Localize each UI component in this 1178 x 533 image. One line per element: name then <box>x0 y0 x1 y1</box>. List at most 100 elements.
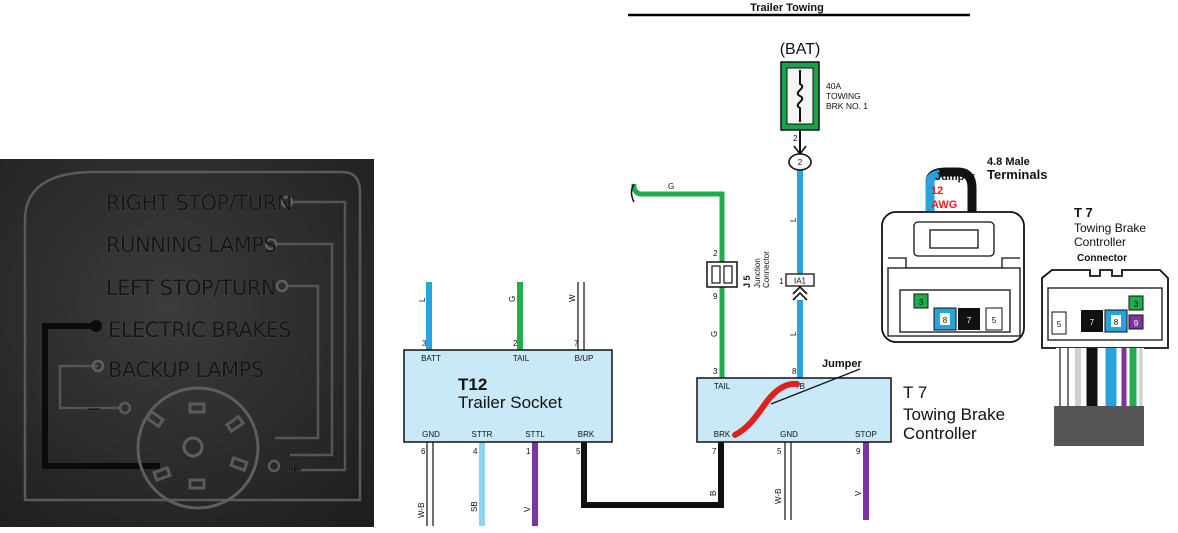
wire-t12-bup <box>577 282 585 350</box>
male-terminals-line2: Terminals <box>987 167 1047 182</box>
t7-pin-brk-label: BRK <box>714 430 731 439</box>
t7-pin-5-num: 5 <box>777 447 782 456</box>
wire-label-t12-batt: L <box>418 297 427 302</box>
male-connector-drawing: 3 8 7 5 <box>881 167 1025 343</box>
wire-label-t12-tail: G <box>508 296 517 302</box>
t12-pin-brk-label: BRK <box>578 430 595 439</box>
controller-cell-3 <box>1128 295 1144 311</box>
label-right-stop-turn: RIGHT STOP/TURN <box>106 191 292 215</box>
electric-brakes-dot <box>90 320 102 332</box>
controller-cell-9-label: 9 <box>1134 319 1139 328</box>
t12-pin-sttr-label: STTR <box>472 430 493 439</box>
wire-label-brk-link: B <box>709 491 718 496</box>
t7-pin-stop-label: STOP <box>855 430 877 439</box>
t7-jumper-leader-line <box>770 368 861 405</box>
male-awg-size: 12 <box>931 185 943 197</box>
wire-label-t12-bup: W <box>568 294 577 302</box>
wire-labels: G L L G L G W W-B SB V B W-B V <box>417 182 863 518</box>
connector-2-oval <box>788 153 812 171</box>
t12-pin-gnd-label: GND <box>422 430 440 439</box>
label-left-stop-turn: LEFT STOP/TURN <box>106 276 276 300</box>
wire-label-g-top: G <box>668 182 674 191</box>
t7-towing-brake-controller-box <box>696 377 892 443</box>
t12-pin-6-num: 6 <box>421 447 426 456</box>
male-jumper-label: Jumper <box>935 171 975 183</box>
t7-name-line1: Towing Brake <box>903 405 1005 424</box>
socket-embossed-outline <box>23 170 362 502</box>
socket-face <box>118 386 281 510</box>
bat-label: (BAT) <box>780 41 821 58</box>
t12-trailer-socket-box <box>403 349 613 443</box>
male-jumper-blue-end <box>925 169 942 212</box>
controller-cell-7-label: 7 <box>1090 318 1095 327</box>
j5-sublabel-connector: Connector <box>762 251 771 288</box>
t12-pin-5-num: 5 <box>576 447 581 456</box>
male-cell-7 <box>958 308 980 330</box>
wire-t12-gnd <box>426 442 434 526</box>
fuse-text-number: BRK NO. 1 <box>826 101 868 111</box>
j5-sublabel-junction: Junction <box>753 258 762 288</box>
t7-pin-8-num: 8 <box>792 367 797 376</box>
t12-pin-2-num: 2 <box>513 339 518 348</box>
male-awg-label: AWG <box>931 199 957 211</box>
wire-label-t12-sttl: V <box>523 506 532 512</box>
wire-label-bat: L <box>789 217 798 222</box>
fuse-pin-number: 2 <box>793 134 798 143</box>
t7-pin-7-num: 7 <box>712 447 717 456</box>
t12-pin-sttl-label: STTL <box>525 430 545 439</box>
wire-t7-gnd <box>784 442 792 520</box>
controller-cell-8-label: 8 <box>1114 318 1119 327</box>
wire-label-t12-sttr: SB <box>470 501 479 512</box>
ia1-chevron-icon <box>792 285 808 301</box>
socket-photo: RIGHT STOP/TURN RUNNING LAMPS LEFT STOP/… <box>0 159 374 527</box>
t7-jumper-label: Jumper <box>822 358 862 370</box>
label-circles <box>91 195 294 373</box>
fuse-40a <box>780 61 820 131</box>
t7-pin-b-label: +B <box>795 382 805 391</box>
controller-connector-drawing: 5 7 8 3 9 <box>1041 269 1169 446</box>
fuse-text-rating: 40A <box>826 81 841 91</box>
male-cell-3 <box>913 293 929 309</box>
ia1-label: IA1 <box>794 277 807 286</box>
socket-plus-symbol: + <box>286 457 303 481</box>
page-title: Trailer Towing <box>750 2 824 14</box>
fuse-element-icon <box>796 70 804 122</box>
wire-label-j5: G <box>710 331 719 337</box>
controller-cell-9 <box>1128 314 1144 330</box>
wire-label-ia1: L <box>789 331 798 336</box>
t12-name: Trailer Socket <box>458 393 563 412</box>
t12-pin-1-num: 1 <box>526 447 531 456</box>
controller-connector-line3: Connector <box>1077 253 1127 264</box>
label-backup-lamps: BACKUP LAMPS <box>108 358 264 382</box>
male-cell-5-label: 5 <box>992 316 997 325</box>
wire-g-break <box>630 183 635 203</box>
wire-label-t12-gnd: W-B <box>417 503 426 518</box>
t7-name-line2: Controller <box>903 424 977 443</box>
controller-connector-id: T 7 <box>1074 205 1093 220</box>
wire-label-t7-stop: V <box>854 490 863 496</box>
t12-pin-4-num: 4 <box>473 447 478 456</box>
controller-connector-line2: Controller <box>1074 235 1126 249</box>
j5-junction-connector <box>706 261 738 288</box>
male-terminals-line1: 4.8 Male <box>987 156 1030 168</box>
controller-cell-7 <box>1081 310 1103 332</box>
t7-pin-tail-label: TAIL <box>714 382 731 391</box>
t12-id: T12 <box>458 375 487 394</box>
t7-pin-3-num: 3 <box>713 367 718 376</box>
t7-id: T 7 <box>903 383 927 402</box>
t7-pin-9-num: 9 <box>856 447 861 456</box>
controller-cell-5 <box>1051 311 1067 335</box>
ia1-pin: 1 <box>779 277 784 286</box>
socket-wire-ribs <box>58 200 347 472</box>
controller-wire-bundle <box>1054 348 1144 446</box>
controller-cell-5-label: 5 <box>1057 320 1062 329</box>
t12-pin-tail-label: TAIL <box>513 354 530 363</box>
wire-g-top <box>631 183 725 262</box>
controller-connector-line1: Towing Brake <box>1074 221 1146 235</box>
male-cell-5 <box>985 307 1003 331</box>
t12-pin-3-num: 3 <box>422 339 427 348</box>
connector-2-pin: 2 <box>798 158 803 167</box>
male-cell-7-label: 7 <box>967 316 972 325</box>
male-cell-8-label: 8 <box>943 316 948 325</box>
